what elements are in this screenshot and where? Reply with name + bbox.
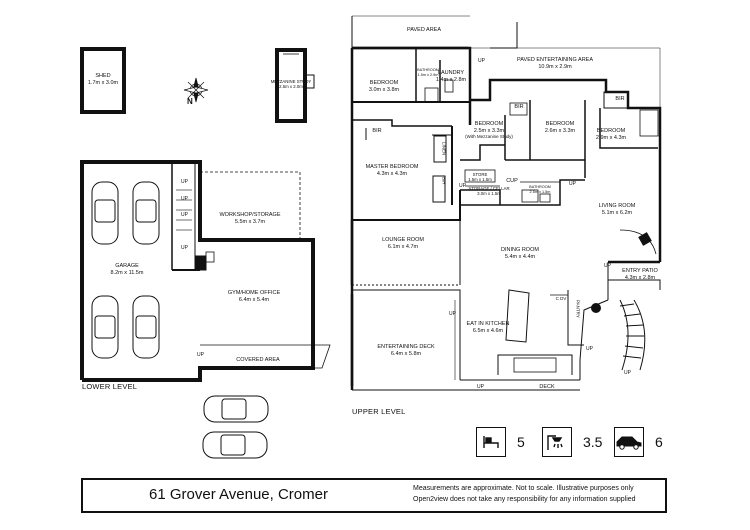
stair-up-marker: UP <box>459 183 466 189</box>
shed-outline <box>80 47 126 114</box>
bathrooms-count: 3.5 <box>583 434 603 450</box>
mezzanine-outline <box>275 48 315 123</box>
upper-level-fills <box>591 232 652 313</box>
room-cupboard: CUP <box>506 178 518 184</box>
stair-up-marker: UP <box>477 384 484 390</box>
label-bir-bed4: BIR <box>615 96 625 102</box>
stat-bathrooms: 3.5 <box>542 426 602 458</box>
stair-up-marker: UP <box>569 181 576 187</box>
label-bir-bed2: BIR <box>514 104 524 110</box>
stair-up-marker: UP <box>449 311 456 317</box>
stair-up-marker: UP <box>181 212 188 218</box>
compass-north-label: N <box>187 97 193 106</box>
label-bir-master: BIR <box>372 128 382 134</box>
room-paved-area: PAVED AREA <box>406 27 442 33</box>
stair-up-marker: UP <box>586 346 593 352</box>
car-stat-box <box>614 427 644 457</box>
room-deck: DECK <box>539 384 555 390</box>
upper-level-label: UPPER LEVEL <box>352 407 406 416</box>
lower-level-label: LOWER LEVEL <box>82 382 138 391</box>
garage-car-icons <box>91 181 160 359</box>
lower-level-walls <box>80 160 331 382</box>
footer-banner: 61 Grover Avenue, Cromer Measurements ar… <box>81 478 667 513</box>
stair-up-marker: UP <box>478 58 485 64</box>
disclaimer-line-1: Measurements are approximate. Not to sca… <box>413 485 634 492</box>
bedrooms-count: 5 <box>517 434 525 450</box>
label-cdv: C DV <box>555 296 567 301</box>
stair-up-marker: UP <box>197 352 204 358</box>
driveway-car-icons <box>202 395 269 459</box>
shower-icon <box>547 435 563 450</box>
stair-up-marker: UP <box>604 263 611 269</box>
bathroom-stat-box <box>542 427 572 457</box>
stair-up-marker: UP <box>181 179 188 185</box>
compass-rose-icon <box>183 77 209 103</box>
stat-car-spaces: 6 <box>614 426 663 458</box>
bed-icon <box>483 436 499 448</box>
stair-up-marker: UP <box>624 370 631 376</box>
stat-bedrooms: 5 <box>476 426 525 458</box>
disclaimer-line-2: Open2view does not take any responsibili… <box>413 496 636 503</box>
room-linen: LINEN <box>441 142 447 156</box>
bedroom-stat-box <box>476 427 506 457</box>
stair-up-marker: UP <box>181 196 188 202</box>
property-address: 61 Grover Avenue, Cromer <box>149 486 328 503</box>
room-covered-area: COVERED AREA <box>236 357 280 363</box>
label-bir-hall: BIR <box>441 177 447 185</box>
room-pantry: PANTRY <box>575 300 581 318</box>
stair-up-marker: UP <box>181 245 188 251</box>
car-icon <box>616 436 642 450</box>
car-spaces-count: 6 <box>655 434 663 450</box>
